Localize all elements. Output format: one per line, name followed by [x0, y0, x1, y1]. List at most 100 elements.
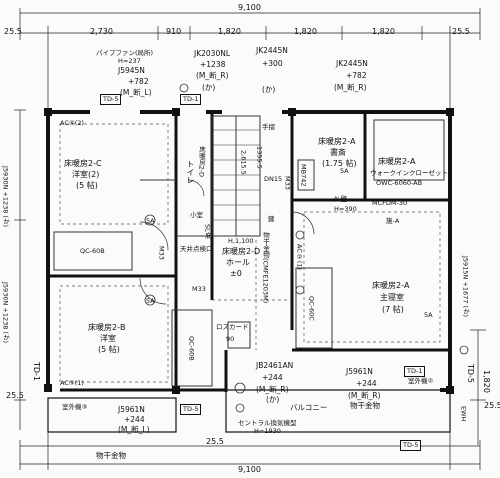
tag-td5-bottom: TD-5 — [180, 404, 202, 415]
window-j5961n-a: J5961N — [346, 367, 373, 376]
room-2c-size: (5 帖) — [76, 181, 98, 190]
tag-td1-top: TD-1 — [180, 94, 202, 105]
balcony-outline — [47, 389, 451, 433]
tag-td5-top-left: TD-5 — [100, 94, 122, 105]
handrail-label: 手摺 — [262, 123, 275, 131]
window-j5945n-type: (M_断_L) — [120, 88, 152, 97]
mb742-label: MB742 — [299, 164, 308, 187]
outdoor-unit-3: 室外機③ — [62, 403, 88, 411]
m33-a: M33 — [157, 246, 166, 260]
window-jb2461an-ka: (か) — [266, 395, 280, 404]
pipe-fan-label: パイプファン(局所) — [96, 49, 154, 57]
room-wic-heating: 床暖房2-A — [378, 157, 416, 166]
door-swings — [139, 179, 315, 305]
top-dimension-lines — [19, 8, 481, 110]
partitions — [53, 115, 445, 387]
window-j5945n: J5945N — [118, 66, 145, 75]
window-jk2445n-b-height: +782 — [346, 71, 367, 80]
mcf-label: MCFDM-30 — [372, 199, 408, 207]
window-jk2030nl-height: +1238 — [200, 60, 226, 69]
column-markers — [44, 108, 454, 394]
dim-top-seg-4: 1,820 — [294, 27, 317, 36]
circle-5a-3: 5A — [340, 167, 349, 175]
window-jk2445n-a-ka: (か) — [262, 85, 276, 94]
dim-right-1820: 1,820 — [482, 370, 491, 393]
pipe-fan-height: H=237 — [118, 57, 141, 65]
dim-top-total: 9,100 — [238, 3, 261, 12]
window-jk2445n-b: JK2445N — [336, 59, 368, 68]
window-j5961n-a-type: (M_断_R) — [348, 391, 381, 400]
window-jk2445n-a: JK2445N — [256, 46, 288, 55]
dim-top-seg-5: 1,820 — [372, 27, 395, 36]
closet-qc60b-a: QC-60B — [80, 247, 105, 255]
window-j5961n-b: J5961N — [118, 405, 145, 414]
circle-5a-2: 5A — [146, 297, 155, 305]
room-2c-heating: 床暖房2-C — [64, 159, 102, 168]
window-jk2030nl-type: (M_断_R) — [196, 71, 229, 80]
drying-label-bottom: 物干金物 — [96, 451, 126, 460]
stair-treads — [212, 129, 260, 221]
room-study-name: 書斎 — [330, 148, 346, 157]
window-jb2461an: JB2461AN — [256, 361, 294, 370]
left-dimension-lines — [14, 109, 26, 430]
closet-qc60c: QC-60C — [307, 296, 316, 321]
dim-top-left-margin: 25.5 — [4, 27, 22, 36]
window-jb2461an-type: (M_断_R) — [256, 385, 289, 394]
handrail-height: H,1,100 — [228, 237, 254, 245]
central-vent-height: H=1930 — [254, 427, 281, 435]
room-hall-level: ±0 — [230, 269, 242, 278]
m33-c: M33 — [283, 176, 292, 190]
room-2b-heating: 床暖房2-B — [88, 323, 126, 332]
window-j5961n-b-type: (M_断_L) — [118, 425, 150, 434]
tag-td1-bottom-right: TD-1 — [404, 366, 426, 377]
wall-label: ﾀﾚ壁 — [334, 195, 347, 203]
room-hall-name: ホール — [226, 258, 250, 267]
room-main-heating: 床暖房2-A — [372, 281, 410, 290]
wall-height: H=390 — [334, 205, 357, 213]
m33-b: M33 — [192, 285, 206, 293]
room-2b-size: (5 帖) — [98, 345, 120, 354]
room-main-name: 主寝室 — [380, 293, 404, 302]
tag-td5-right: TD-5 — [466, 364, 475, 384]
window-left-bottom: J5930N +1238 (か) — [1, 282, 10, 344]
sunlight-label: SL庇 — [203, 224, 212, 239]
stair-2615: 2,615.5 — [239, 150, 248, 175]
right-dimension-lines — [470, 329, 486, 445]
window-jk2445n-b-type: (M_断_R) — [334, 83, 367, 92]
room-hall-heating: 床暖房2-D — [222, 247, 261, 256]
shia-label: 施-A — [386, 217, 400, 225]
drying-label-hall: 物干金物(CMFE1203M) — [261, 232, 270, 304]
closet-qc60b-b: QC-60B — [187, 336, 196, 361]
circle-5a-4: 5A — [424, 311, 433, 319]
window-left-top: J5930N +1238 (か) — [1, 166, 10, 228]
tag-td5-bottom-right: TD-5 — [400, 440, 422, 451]
dim-top-seg-3: 1,820 — [218, 27, 241, 36]
room-toilet-heating: 床暖房2-D — [197, 146, 206, 177]
tag-td1-left: TD-1 — [32, 362, 41, 382]
window-right: J5915N +1677 (か) — [461, 256, 470, 318]
dim-left-margin: 25.5 — [6, 391, 24, 400]
room-study-size: (1.75 帖) — [322, 159, 357, 168]
ac2-label: AC②(1) — [295, 244, 304, 271]
window-j5961n-b-height: +244 — [124, 415, 145, 424]
dim-top-seg-1: 2,730 — [90, 27, 113, 36]
key-label: 鍵 — [268, 215, 275, 223]
box-90-value: 90 — [226, 335, 235, 343]
room-2c-name: 洋室(2) — [72, 170, 100, 179]
ac3-label: AC③(1) — [60, 379, 84, 387]
window-jk2030nl-ka: (か) — [202, 83, 216, 92]
window-j5961n-a-height: +244 — [356, 379, 377, 388]
window-jk2445n-a-height: +300 — [262, 59, 283, 68]
ewh-label: EWH — [459, 406, 468, 422]
room-study-heating: 床暖房2-A — [318, 137, 356, 146]
room-toilet: トイレ — [186, 160, 195, 184]
dim-right-margin: 25.5 — [484, 401, 500, 410]
stair-1355: 1355.5 — [255, 146, 264, 169]
dim-bottom-margin: 25.5 — [206, 437, 224, 446]
dim-bottom-total: 9,100 — [238, 465, 261, 474]
room-main-size: (7 帖) — [382, 305, 404, 314]
ceiling-hatch: 天井点検口 — [180, 245, 213, 253]
window-j5945n-height: +782 — [128, 77, 149, 86]
dn15-label: DN15 — [264, 175, 283, 183]
